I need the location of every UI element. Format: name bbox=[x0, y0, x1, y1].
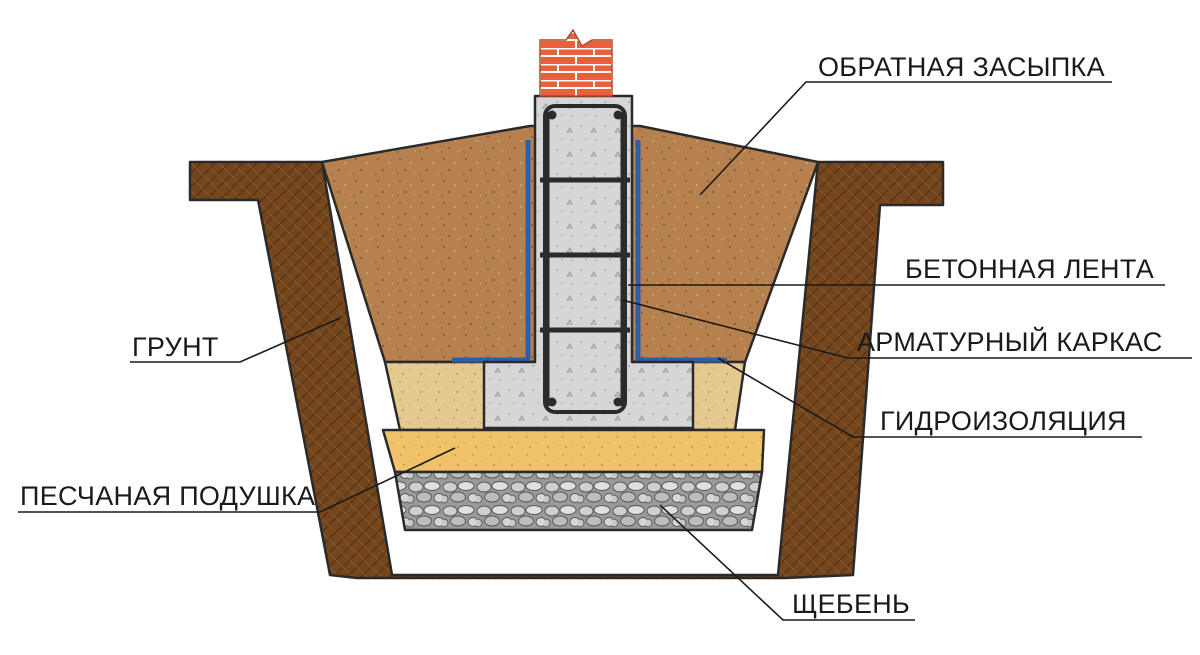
leader-lines bbox=[18, 81, 1192, 621]
label-rebar-cage: АРМАТУРНЫЙ КАРКАС bbox=[857, 326, 1163, 357]
brick-wall bbox=[539, 28, 613, 97]
gravel-layer bbox=[393, 470, 764, 532]
leader-soil bbox=[130, 317, 341, 363]
leader-sand-cushion bbox=[18, 447, 456, 513]
sand-cushion-layer bbox=[381, 428, 766, 474]
concrete-strip bbox=[482, 94, 695, 430]
label-sand-cushion: ПЕСЧАНАЯ ПОДУШКА bbox=[20, 481, 315, 511]
soil-layer bbox=[188, 160, 945, 580]
leader-waterproofing bbox=[717, 357, 1142, 438]
leader-backfill bbox=[699, 81, 1112, 196]
label-soil: ГРУНТ bbox=[132, 332, 219, 362]
leader-gravel bbox=[659, 504, 915, 621]
label-backfill: ОБРАТНАЯ ЗАСЫПКА bbox=[818, 52, 1105, 82]
label-concrete-strip: БЕТОННАЯ ЛЕНТА bbox=[905, 254, 1154, 284]
rebar-cage bbox=[540, 104, 630, 414]
leader-rebar-cage bbox=[621, 299, 1192, 359]
waterproofing-layer bbox=[452, 140, 727, 363]
label-gravel: ЩЕБЕНЬ bbox=[792, 589, 910, 619]
label-waterproofing: ГИДРОИЗОЛЯЦИЯ bbox=[880, 406, 1127, 436]
